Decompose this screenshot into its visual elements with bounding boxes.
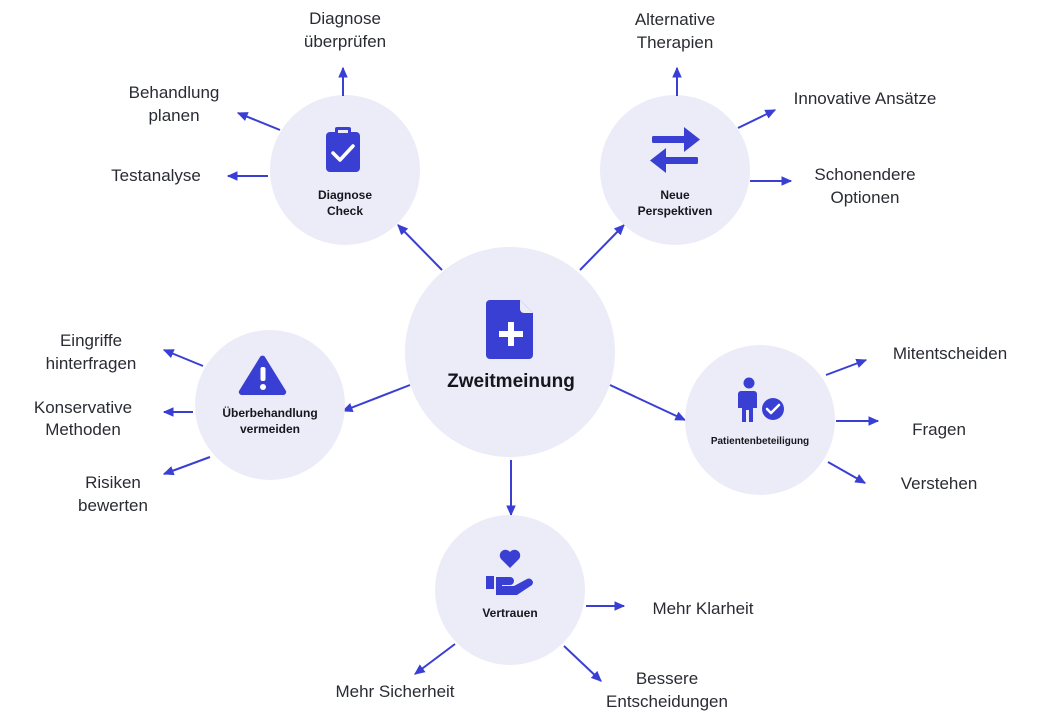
vertrauen-leaf-connectors bbox=[414, 601, 626, 682]
leaf-eingriffe-hinterfragen-line2: hinterfragen bbox=[46, 354, 137, 373]
node-vertrauen: Vertrauen bbox=[435, 515, 585, 665]
person-check-icon bbox=[737, 377, 784, 422]
leaf-konservative-methoden-line1: Konservative bbox=[34, 398, 132, 417]
diagnose-leaf-connectors bbox=[226, 66, 348, 181]
leaf-alternative-therapien-line2: Therapien bbox=[637, 33, 714, 52]
center-node: Zweitmeinung bbox=[405, 247, 615, 457]
connector-leaf bbox=[162, 349, 204, 367]
leaf-mehr-sicherheit: Mehr Sicherheit bbox=[335, 682, 454, 701]
connector-to-perspektiven bbox=[579, 224, 625, 271]
leaf-innovative-ansaetze: Innovative Ansätze bbox=[794, 89, 937, 108]
leaf-testanalyse: Testanalyse bbox=[111, 166, 201, 185]
swap-arrows-icon bbox=[650, 127, 700, 173]
node-label-line1: Neue bbox=[660, 188, 690, 202]
hand-heart-icon bbox=[486, 549, 533, 595]
leaf-konservative-methoden-line2: Methoden bbox=[45, 420, 121, 439]
center-connectors bbox=[341, 224, 687, 517]
node-label-line1: Patientenbeteiligung bbox=[711, 436, 809, 447]
warning-triangle-icon bbox=[238, 355, 287, 396]
leaf-mitentscheiden: Mitentscheiden bbox=[893, 344, 1007, 363]
center-label: Zweitmeinung bbox=[447, 371, 575, 392]
leaf-bessere-entscheidungen-line2: Entscheidungen bbox=[606, 692, 728, 711]
connector-leaf bbox=[414, 643, 456, 675]
connector-leaf bbox=[737, 109, 777, 129]
document-plus-icon bbox=[486, 300, 533, 359]
leaf-schonendere-optionen-line1: Schonendere bbox=[814, 165, 915, 184]
connector-leaf bbox=[825, 358, 868, 376]
node-label-line1: Überbehandlung bbox=[222, 405, 317, 420]
node-diagnose-check: Diagnose Check bbox=[270, 95, 420, 245]
connector-to-diagnose bbox=[397, 224, 443, 271]
node-label-line2: vermeiden bbox=[240, 422, 300, 436]
leaf-eingriffe-hinterfragen-line1: Eingriffe bbox=[60, 331, 122, 350]
node-patientenbeteiligung: Patientenbeteiligung bbox=[685, 345, 835, 495]
leaf-diagnose-ueberpruefen-line2: überprüfen bbox=[304, 32, 386, 51]
leaf-diagnose-ueberpruefen-line1: Diagnose bbox=[309, 9, 381, 28]
leaf-fragen: Fragen bbox=[912, 420, 966, 439]
leaf-verstehen: Verstehen bbox=[901, 474, 978, 493]
connector-leaf bbox=[162, 456, 211, 476]
connector-leaf bbox=[563, 645, 602, 682]
leaf-risiken-bewerten-line1: Risiken bbox=[85, 473, 141, 492]
leaf-risiken-bewerten-line2: bewerten bbox=[78, 496, 148, 515]
clipboard-check-icon bbox=[326, 127, 360, 172]
leaf-bessere-entscheidungen-line1: Bessere bbox=[636, 669, 698, 688]
leaf-alternative-therapien-line1: Alternative bbox=[635, 10, 715, 29]
node-label-line2: Check bbox=[327, 204, 363, 218]
node-neue-perspektiven: Neue Perspektiven bbox=[600, 95, 750, 245]
node-label-line2: Perspektiven bbox=[638, 204, 713, 218]
perspektiven-leaf-connectors bbox=[672, 66, 793, 186]
ueberbehandlung-leaf-connectors bbox=[162, 349, 211, 476]
node-label-line1: Diagnose bbox=[318, 188, 372, 202]
connector-to-ueberbehandlung bbox=[341, 384, 411, 413]
node-label-line1: Vertrauen bbox=[482, 606, 537, 620]
leaf-schonendere-optionen-line2: Optionen bbox=[831, 188, 900, 207]
leaf-behandlung-planen-line2: planen bbox=[148, 106, 199, 125]
leaf-behandlung-planen-line1: Behandlung bbox=[129, 83, 220, 102]
patienten-leaf-connectors bbox=[825, 358, 880, 484]
leaf-mehr-klarheit: Mehr Klarheit bbox=[652, 599, 753, 618]
connector-leaf bbox=[827, 461, 867, 484]
connector-leaf bbox=[236, 112, 281, 131]
connector-to-patienten bbox=[609, 384, 687, 421]
node-ueberbehandlung-vermeiden: Überbehandlung vermeiden bbox=[195, 330, 345, 480]
